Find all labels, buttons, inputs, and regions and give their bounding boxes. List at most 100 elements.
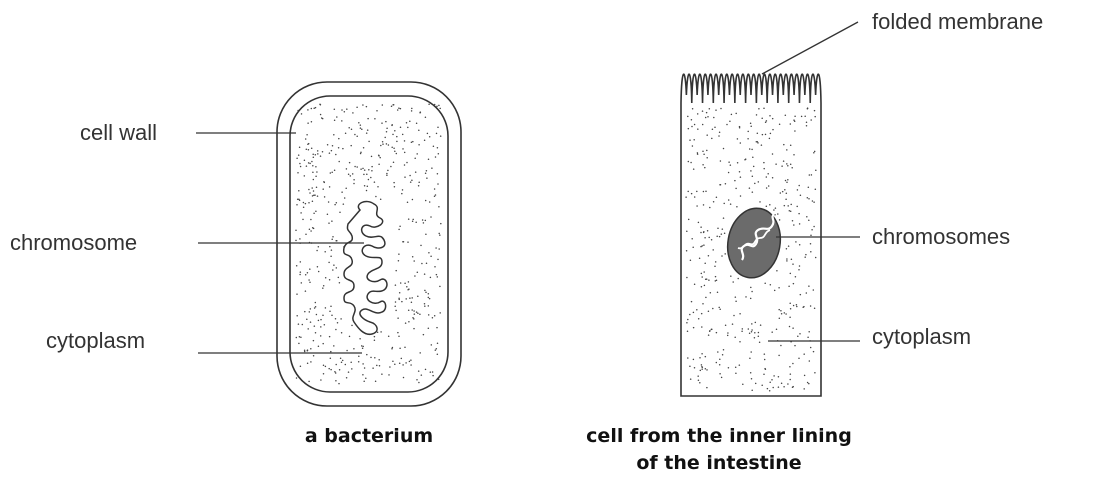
cytoplasm-dot [750, 372, 752, 374]
cytoplasm-dot [328, 262, 330, 264]
cytoplasm-dot [705, 356, 707, 358]
cytoplasm-dot [701, 286, 703, 288]
cytoplasm-dot [792, 263, 794, 265]
label-chromosome: chromosome [10, 230, 137, 255]
cytoplasm-dot [303, 207, 305, 209]
cytoplasm-dot [403, 377, 405, 379]
cytoplasm-dot [737, 278, 739, 280]
cytoplasm-dot [765, 134, 767, 136]
cytoplasm-dot [720, 184, 722, 186]
cytoplasm-dot [730, 164, 732, 166]
cytoplasm-dot [807, 197, 809, 199]
cytoplasm-dot [732, 281, 734, 283]
cytoplasm-dot [716, 362, 718, 364]
cytoplasm-dot [733, 315, 735, 317]
cytoplasm-dot [810, 347, 812, 349]
cytoplasm-dot [376, 365, 378, 367]
cytoplasm-dot [436, 327, 438, 329]
cytoplasm-dot [358, 356, 360, 358]
cytoplasm-dot [740, 176, 742, 178]
cytoplasm-dot [722, 354, 724, 356]
cytoplasm-dot [703, 204, 705, 206]
cytoplasm-dot [394, 130, 396, 132]
cytoplasm-dot [416, 311, 418, 313]
cytoplasm-dot [335, 154, 337, 156]
cytoplasm-dot [354, 166, 356, 168]
cytoplasm-dot [708, 237, 710, 239]
cytoplasm-dot [771, 379, 773, 381]
cytoplasm-dot [378, 359, 380, 361]
cytoplasm-dot [362, 347, 364, 349]
cytoplasm-dot [315, 176, 317, 178]
cytoplasm-dot [408, 281, 410, 283]
cytoplasm-dot [342, 360, 344, 362]
cytoplasm-dot [793, 224, 795, 226]
cytoplasm-dot [808, 187, 810, 189]
label-folded-membrane: folded membrane [872, 9, 1043, 34]
cytoplasm-dot [718, 307, 720, 309]
cytoplasm-dot [701, 313, 703, 315]
cytoplasm-dot [789, 210, 791, 212]
cytoplasm-dot [781, 313, 783, 315]
cytoplasm-dot [796, 306, 798, 308]
cytoplasm-dot [813, 289, 815, 291]
cytoplasm-dot [398, 335, 400, 337]
cytoplasm-dot [322, 343, 324, 345]
cytoplasm-dot [360, 124, 362, 126]
cytoplasm-dot [718, 135, 720, 137]
cytoplasm-dot [790, 373, 792, 375]
cytoplasm-dot [329, 152, 331, 154]
cytoplasm-dot [372, 367, 374, 369]
cytoplasm-dot [692, 108, 694, 110]
cytoplasm-dot [761, 144, 763, 146]
cytoplasm-dot [813, 226, 815, 228]
cytoplasm-dot [378, 155, 380, 157]
cytoplasm-dot [305, 234, 307, 236]
cytoplasm-dot [311, 187, 313, 189]
cytoplasm-dot [706, 369, 708, 371]
cytoplasm-dot [801, 116, 803, 118]
cytoplasm-dot [388, 374, 390, 376]
caption-intestine-line1: cell from the inner lining [586, 425, 852, 447]
cytoplasm-dot [317, 266, 319, 268]
cytoplasm-dot [783, 144, 785, 146]
cytoplasm-dot [706, 112, 708, 114]
cytoplasm-dot [688, 219, 690, 221]
cytoplasm-dot [747, 131, 749, 133]
cytoplasm-dot [686, 277, 688, 279]
cytoplasm-dot [322, 188, 324, 190]
cytoplasm-dot [770, 133, 772, 135]
cytoplasm-dot [712, 249, 714, 251]
cytoplasm-dot [763, 162, 765, 164]
cytoplasm-dot [425, 291, 427, 293]
cytoplasm-dot [334, 109, 336, 111]
cytoplasm-dot [749, 148, 751, 150]
cytoplasm-dot [312, 195, 314, 197]
cytoplasm-dot [313, 340, 315, 342]
cytoplasm-dot [330, 172, 332, 174]
cytoplasm-dot [413, 310, 415, 312]
cytoplasm-dot [788, 245, 790, 247]
cytoplasm-dot [428, 104, 430, 106]
cytoplasm-dot [752, 175, 754, 177]
cytoplasm-dot [811, 174, 813, 176]
cytoplasm-dot [815, 257, 817, 259]
cytoplasm-dot [437, 343, 439, 345]
cytoplasm-dot [706, 278, 708, 280]
cytoplasm-dot [692, 246, 694, 248]
cytoplasm-dot [413, 318, 415, 320]
cytoplasm-dot [407, 241, 409, 243]
cytoplasm-dot [360, 168, 362, 170]
cytoplasm-dot [759, 201, 761, 203]
cytoplasm-dot [363, 381, 365, 383]
cytoplasm-dot [296, 265, 298, 267]
cytoplasm-dot [777, 213, 779, 215]
cytoplasm-dot [401, 358, 403, 360]
cytoplasm-dot [747, 138, 749, 140]
cytoplasm-dot [701, 326, 703, 328]
cytoplasm-dot [404, 176, 406, 178]
cytoplasm-dot [304, 175, 306, 177]
cytoplasm-dot [713, 201, 715, 203]
cytoplasm-dot [310, 230, 312, 232]
cytoplasm-dot [402, 148, 404, 150]
